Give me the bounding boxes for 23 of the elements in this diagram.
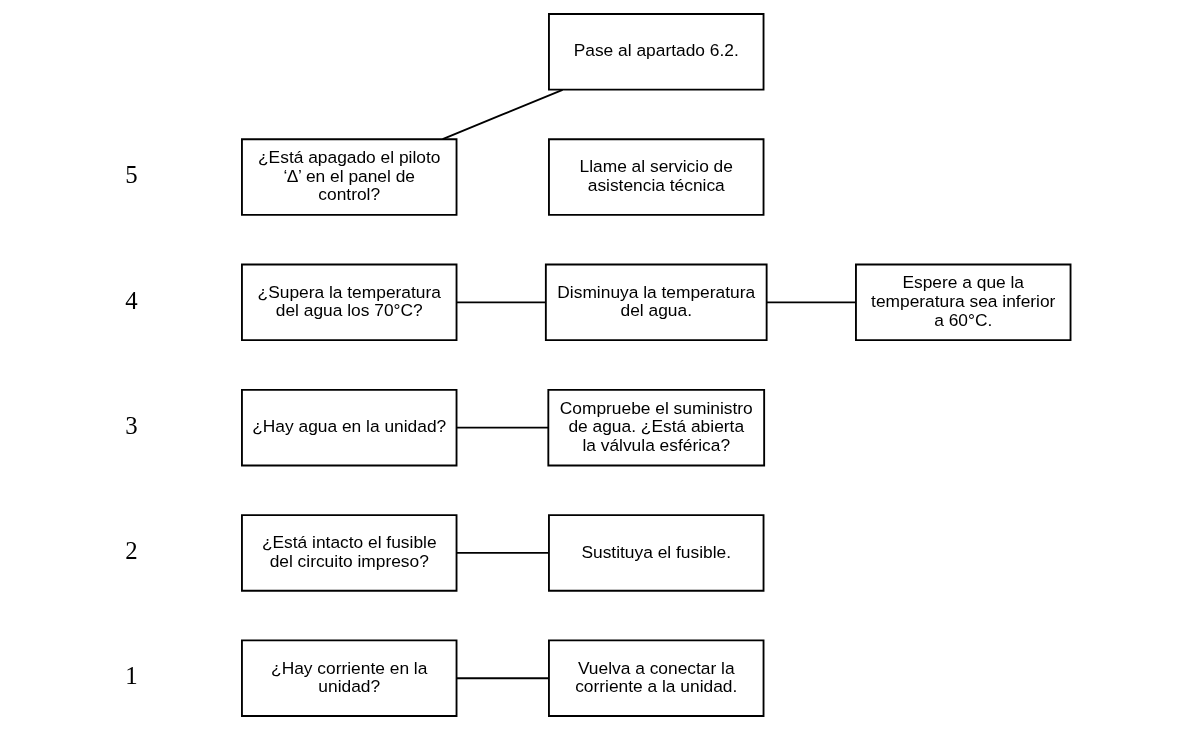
node-box: ¿Está apagado el piloto ‘∆’ en el panel de control? <box>241 137 458 216</box>
connector <box>441 88 564 140</box>
node-box: Disminuya la temperatura del agua. <box>544 263 768 341</box>
connector <box>455 300 547 303</box>
node-box: Vuelva a conectar la corriente a la unidad. <box>548 638 765 717</box>
label: 3 <box>125 411 138 439</box>
connector <box>766 300 857 303</box>
label: 2 <box>125 536 138 564</box>
node-box: Llame al servicio de asistencia técnica <box>548 137 765 216</box>
node-box: ¿Hay agua en la unidad? <box>241 388 458 466</box>
connector <box>455 551 550 554</box>
node-box: ¿Está intacto el fusible del circuito impreso? <box>241 513 458 592</box>
connector <box>455 676 550 679</box>
node-box: ¿Supera la temperatura del agua los 70°C? <box>241 263 458 341</box>
label: 4 <box>125 286 138 314</box>
label: 1 <box>125 661 138 689</box>
node-box: Sustituya el fusible. <box>548 513 765 592</box>
label: 5 <box>125 160 138 188</box>
node-box: Espere a que la temperatura sea inferior a 60°C. <box>855 263 1072 341</box>
connector <box>455 426 550 429</box>
node-box: ¿Hay corriente en la unidad? <box>241 638 458 717</box>
node-box: Pase al apartado 6.2. <box>548 12 765 91</box>
node-box: Compruebe el suministro de agua. ¿Está abierta la válvula esférica? <box>547 388 766 466</box>
